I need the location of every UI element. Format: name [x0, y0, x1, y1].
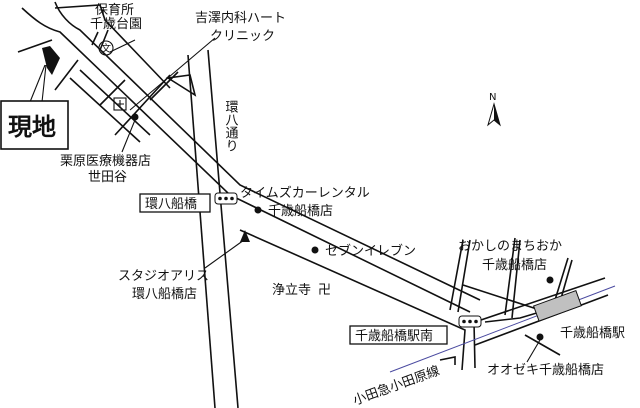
roads: [17, 1, 609, 408]
station-building: [532, 289, 582, 322]
site-building: [42, 46, 60, 75]
traffic-signal-icon: [214, 192, 238, 205]
north-arrow-icon: N: [487, 92, 501, 127]
svg-text:N: N: [489, 92, 496, 103]
kanpachi-road-label: 環八通り: [223, 100, 239, 152]
okashi-label-2: 千歳船橋店: [482, 258, 547, 273]
nursery-label-2: 千歳台園: [90, 17, 142, 32]
times-label-2: 千歳船橋店: [268, 204, 333, 219]
times-label: タイムズカーレンタル: [240, 185, 370, 201]
kanpachi-funabashi-intersection: 環八船橋: [145, 197, 197, 212]
seven-dot: [311, 246, 319, 254]
svg-text:文: 文: [101, 42, 111, 55]
ozeki-dot: [536, 333, 544, 341]
medical-store-label-2: 世田谷: [88, 170, 127, 185]
medical-store-label: 栗原医療機器店: [60, 154, 151, 169]
seven-label: セブンイレブン: [325, 243, 416, 259]
temple-label: 浄立寺: [272, 283, 311, 298]
traffic-signal-icon: [458, 315, 482, 328]
times-dot: [254, 206, 262, 214]
school-icon: 文: [98, 40, 114, 56]
clinic-label: 吉澤内科ハート: [195, 10, 286, 26]
okashi-dot: [546, 276, 554, 284]
temple-icon: 卍: [318, 283, 331, 298]
site-label: 現地: [8, 113, 56, 141]
clinic-label-2: クリニック: [210, 29, 275, 44]
station-label: 千歳船橋駅: [560, 326, 625, 341]
ozeki-label: オオゼキ千歳船橋店: [487, 363, 604, 378]
studio-label-2: 環八船橋店: [132, 287, 197, 302]
medical-store-dot: [131, 113, 139, 121]
nursery-label: 保育所: [95, 2, 134, 18]
hospital-icon: [113, 97, 127, 111]
studio-marker: [240, 230, 250, 242]
okashi-label: おかしのまちおか: [458, 239, 562, 254]
site-box: [0, 100, 69, 150]
station-south-intersection: 千歳船橋駅南: [355, 328, 433, 344]
studio-label: スタジオアリス: [118, 269, 209, 284]
